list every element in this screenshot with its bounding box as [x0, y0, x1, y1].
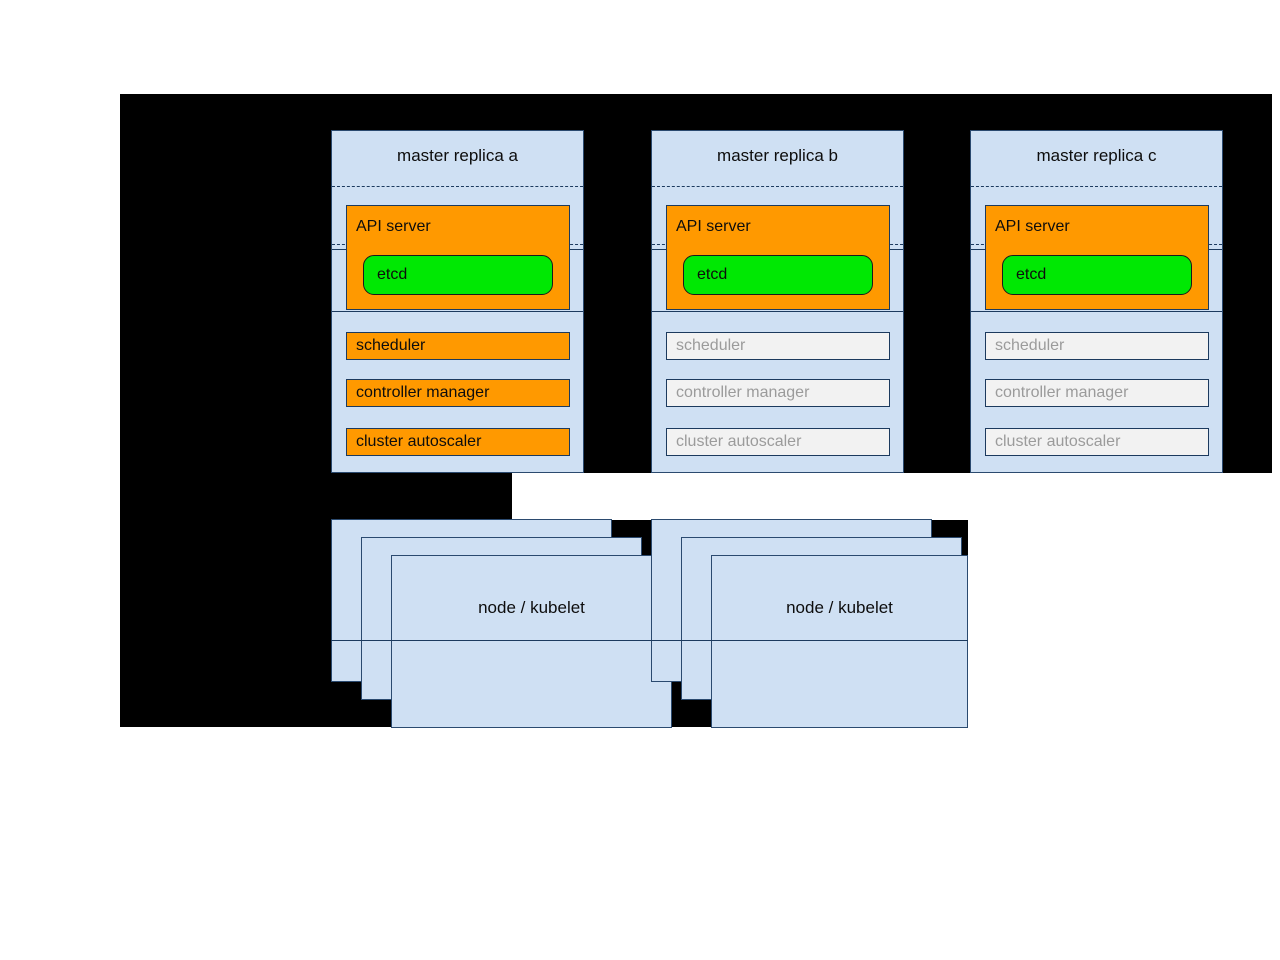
controller-manager-label: controller manager: [356, 384, 490, 401]
controller-manager-pill[interactable]: controller manager: [346, 379, 570, 407]
replica-rule-upper: [971, 186, 1222, 187]
backdrop-middle: [120, 473, 512, 520]
cluster-autoscaler-pill[interactable]: cluster autoscaler: [985, 428, 1209, 456]
node-stack-card-front[interactable]: [391, 555, 672, 728]
etcd-box[interactable]: etcd: [1002, 255, 1192, 295]
cluster-autoscaler-label: cluster autoscaler: [356, 433, 482, 450]
cluster-autoscaler-label: cluster autoscaler: [995, 433, 1121, 450]
cluster-autoscaler-pill[interactable]: cluster autoscaler: [666, 428, 890, 456]
controller-manager-label: controller manager: [676, 384, 810, 401]
controller-manager-pill[interactable]: controller manager: [666, 379, 890, 407]
node-stack-divider: [651, 640, 968, 641]
api-server-label: API server: [676, 218, 751, 235]
replica-rule-solid-lower: [332, 311, 583, 312]
etcd-label: etcd: [1016, 266, 1047, 283]
scheduler-pill[interactable]: scheduler: [346, 332, 570, 360]
scheduler-label: scheduler: [995, 337, 1065, 354]
node-stack-card-front[interactable]: [711, 555, 968, 728]
etcd-label: etcd: [377, 266, 408, 283]
cluster-autoscaler-pill[interactable]: cluster autoscaler: [346, 428, 570, 456]
master-replica-title: master replica b: [717, 146, 838, 165]
node-stack-divider: [331, 640, 672, 641]
scheduler-pill[interactable]: scheduler: [985, 332, 1209, 360]
node-stack-label: node / kubelet: [478, 598, 585, 617]
cluster-autoscaler-label: cluster autoscaler: [676, 433, 802, 450]
master-replica-card[interactable]: master replica c API server etcd schedul…: [970, 130, 1223, 473]
scheduler-pill[interactable]: scheduler: [666, 332, 890, 360]
master-replica-card[interactable]: master replica b API server etcd schedul…: [651, 130, 904, 473]
master-replica-title: master replica c: [1036, 146, 1157, 165]
controller-manager-label: controller manager: [995, 384, 1129, 401]
api-server-label: API server: [356, 218, 431, 235]
etcd-box[interactable]: etcd: [363, 255, 553, 295]
master-replica-card[interactable]: master replica a API server etcd schedul…: [331, 130, 584, 473]
replica-rule-solid-lower: [652, 311, 903, 312]
etcd-label: etcd: [697, 266, 728, 283]
replica-rule-upper: [652, 186, 903, 187]
api-server-label: API server: [995, 218, 1070, 235]
scheduler-label: scheduler: [356, 337, 426, 354]
replica-rule-solid-lower: [971, 311, 1222, 312]
node-stack-label: node / kubelet: [786, 598, 893, 617]
controller-manager-pill[interactable]: controller manager: [985, 379, 1209, 407]
replica-rule-upper: [332, 186, 583, 187]
etcd-box[interactable]: etcd: [683, 255, 873, 295]
master-replica-title: master replica a: [397, 146, 518, 165]
scheduler-label: scheduler: [676, 337, 746, 354]
